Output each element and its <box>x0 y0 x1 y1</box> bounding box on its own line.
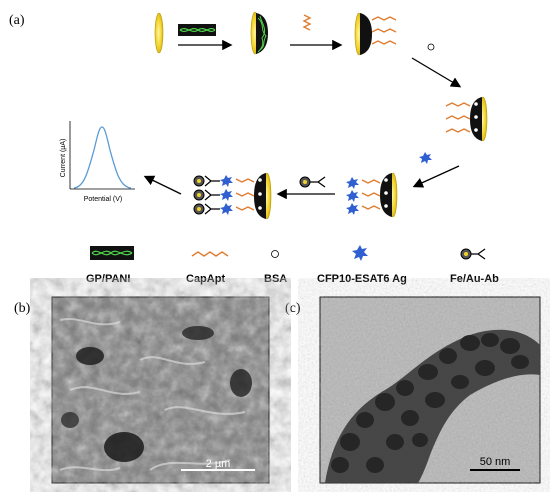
plot-xlabel: Potential (V) <box>84 196 123 203</box>
legend-fe-au-ab-icon <box>460 248 486 260</box>
tem-scale-label: 50 nm <box>480 456 511 468</box>
dpv-curve <box>73 126 132 189</box>
legend-capapt-icon <box>191 251 229 257</box>
fe-au-ab-icon <box>299 176 326 188</box>
panel-label-a: (a) <box>9 13 25 28</box>
legend-bsa-icon <box>271 250 279 258</box>
legend-ag-icon <box>352 245 368 261</box>
dpv-plot: Current (µA) Potential (V) <box>60 121 135 203</box>
bsa-circle-icon <box>427 43 435 51</box>
tem-scale-bar <box>470 469 520 471</box>
arrow-step-3 <box>411 57 462 88</box>
sem-scale-bar <box>181 469 255 471</box>
bare-electrode <box>154 12 164 54</box>
electrode-aptamer <box>354 12 397 56</box>
plot-ylabel: Current (µA) <box>60 139 67 178</box>
electrode-gp-pani <box>250 11 268 55</box>
ag-star-icon <box>419 152 432 164</box>
gp-pani-sheet-icon <box>178 24 216 36</box>
legend-label-gp-pani: GP/PANI <box>86 273 130 285</box>
capapt-wave-icon <box>302 14 312 31</box>
legend: GP/PANI CapApt BSA CFP10-ESAT6 Ag Fe/Au-… <box>86 245 499 285</box>
panel-label-c: (c) <box>285 301 301 316</box>
sem-scale-label: 2 µm <box>206 458 231 470</box>
tem-image: 50 nm <box>319 296 541 484</box>
legend-label-ag: CFP10-ESAT6 Ag <box>317 273 407 285</box>
legend-label-fe-au-ab: Fe/Au-Ab <box>450 273 499 285</box>
electrode-antigen <box>346 172 398 218</box>
sem-image: 2 µm <box>51 296 270 484</box>
electrode-sandwich <box>193 172 272 220</box>
electrode-aptamer-bsa <box>445 96 488 142</box>
arrow-step-6 <box>143 175 182 195</box>
legend-gp-pani-icon <box>90 246 134 260</box>
legend-label-bsa: BSA <box>264 273 287 285</box>
panel-label-b: (b) <box>14 301 31 316</box>
tem-particles <box>331 333 529 473</box>
legend-label-capapt: CapApt <box>186 273 225 285</box>
arrow-step-4 <box>412 165 460 188</box>
